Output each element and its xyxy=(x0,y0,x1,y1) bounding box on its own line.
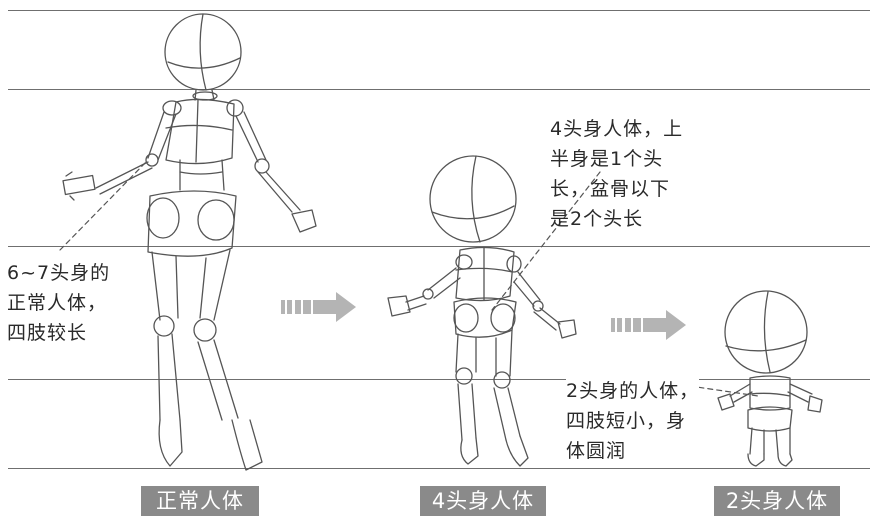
guide-line xyxy=(8,10,870,11)
guide-line xyxy=(8,468,870,469)
guide-line xyxy=(8,379,870,380)
annotation-line: 半身是1个头 xyxy=(550,148,664,170)
leader-line-four-head xyxy=(491,171,601,311)
guide-line xyxy=(8,89,870,90)
annotation-line: 6~7头身的 xyxy=(7,262,111,284)
annotation-line: 正常人体， xyxy=(7,292,108,314)
annotation-four-head: 4头身人体，上 半身是1个头 长，盆骨以下 是2个头长 xyxy=(550,114,683,234)
annotation-line: 四肢短小，身 xyxy=(566,410,687,432)
annotation-line: 四肢较长 xyxy=(7,322,88,344)
progression-arrow xyxy=(281,292,356,322)
annotation-line: 长，盆骨以下 xyxy=(550,178,671,200)
annotation-normal: 6~7头身的 正常人体， 四肢较长 xyxy=(7,258,110,348)
label-two-head: 2头身人体 xyxy=(714,486,840,516)
leader-line-two-head xyxy=(689,385,759,397)
annotation-line: 体圆润 xyxy=(566,440,627,462)
label-normal: 正常人体 xyxy=(141,486,259,516)
annotation-line: 4头身人体，上 xyxy=(550,118,684,140)
label-four-head: 4头身人体 xyxy=(420,486,546,516)
leader-line-normal xyxy=(59,159,149,251)
four-head-figure xyxy=(387,155,577,467)
guide-line xyxy=(8,246,870,247)
normal-figure xyxy=(62,13,317,471)
progression-arrow xyxy=(611,310,686,340)
annotation-line: 2头身的人体， xyxy=(566,380,700,402)
annotation-two-head: 2头身的人体， 四肢短小，身 体圆润 xyxy=(566,376,700,466)
two-head-figure xyxy=(717,290,823,467)
annotation-line: 是2个头长 xyxy=(550,208,644,230)
